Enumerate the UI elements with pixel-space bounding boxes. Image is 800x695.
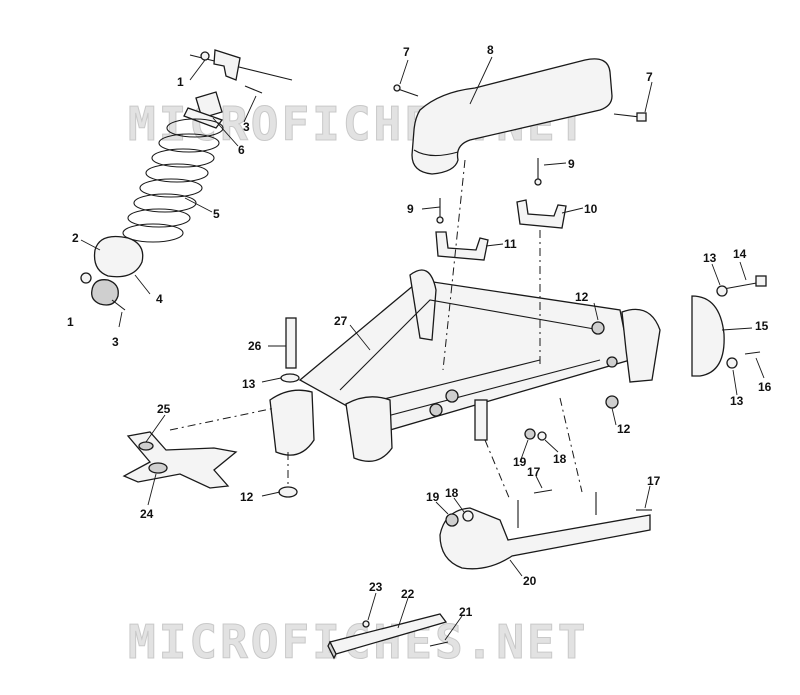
callout-22: 22 xyxy=(401,587,415,601)
callout-13c: 13 xyxy=(730,394,744,408)
bolt-stack xyxy=(278,317,619,498)
callout-6: 6 xyxy=(238,143,245,157)
callout-18a: 18 xyxy=(553,452,567,466)
callout-15: 15 xyxy=(755,319,769,333)
callout-17a: 17 xyxy=(647,474,661,488)
callout-17b: 17 xyxy=(527,465,541,479)
callout-7a: 7 xyxy=(403,45,410,59)
callout-2: 2 xyxy=(72,231,79,245)
callout-9b: 9 xyxy=(407,202,414,216)
callout-11: 11 xyxy=(504,237,517,251)
callout-20: 20 xyxy=(523,574,537,588)
callout-19a: 19 xyxy=(513,455,527,469)
axle-clamp xyxy=(691,275,767,377)
callout-4: 4 xyxy=(156,292,163,306)
bumper-bar xyxy=(327,613,449,660)
callout-labels: 1 1 2 3 3 4 5 6 7 7 8 9 9 10 11 12 12 12… xyxy=(67,43,772,619)
callout-8: 8 xyxy=(487,43,494,57)
callout-18b: 18 xyxy=(445,486,459,500)
shock-absorber-assembly xyxy=(80,49,293,311)
cross-plate xyxy=(122,431,238,489)
callout-27: 27 xyxy=(334,314,348,328)
callout-13b: 13 xyxy=(703,251,717,265)
leader-lines xyxy=(80,56,765,641)
bracket-assembly xyxy=(435,158,567,261)
callout-5: 5 xyxy=(213,207,220,221)
chaincase-cover xyxy=(393,58,647,175)
watermark-bottom: MICROFICHES.NET xyxy=(128,615,588,669)
callout-13a: 13 xyxy=(242,377,256,391)
callout-12c: 12 xyxy=(240,490,254,504)
callout-3a: 3 xyxy=(243,120,250,134)
callout-7b: 7 xyxy=(646,70,653,84)
callout-1a: 1 xyxy=(177,75,184,89)
slide-rail xyxy=(439,399,652,570)
callout-16: 16 xyxy=(758,380,772,394)
callout-12b: 12 xyxy=(617,422,631,436)
callout-1b: 1 xyxy=(67,315,74,329)
callout-21: 21 xyxy=(459,605,473,619)
rear-suspension-frame xyxy=(269,269,661,462)
callout-23: 23 xyxy=(369,580,383,594)
callout-26: 26 xyxy=(248,339,262,353)
callout-24: 24 xyxy=(140,507,154,521)
callout-19b: 19 xyxy=(426,490,440,504)
callout-9a: 9 xyxy=(568,157,575,171)
callout-12a: 12 xyxy=(575,290,589,304)
callout-10: 10 xyxy=(584,202,598,216)
callout-14: 14 xyxy=(733,247,747,261)
callout-3b: 3 xyxy=(112,335,119,349)
callout-25: 25 xyxy=(157,402,171,416)
